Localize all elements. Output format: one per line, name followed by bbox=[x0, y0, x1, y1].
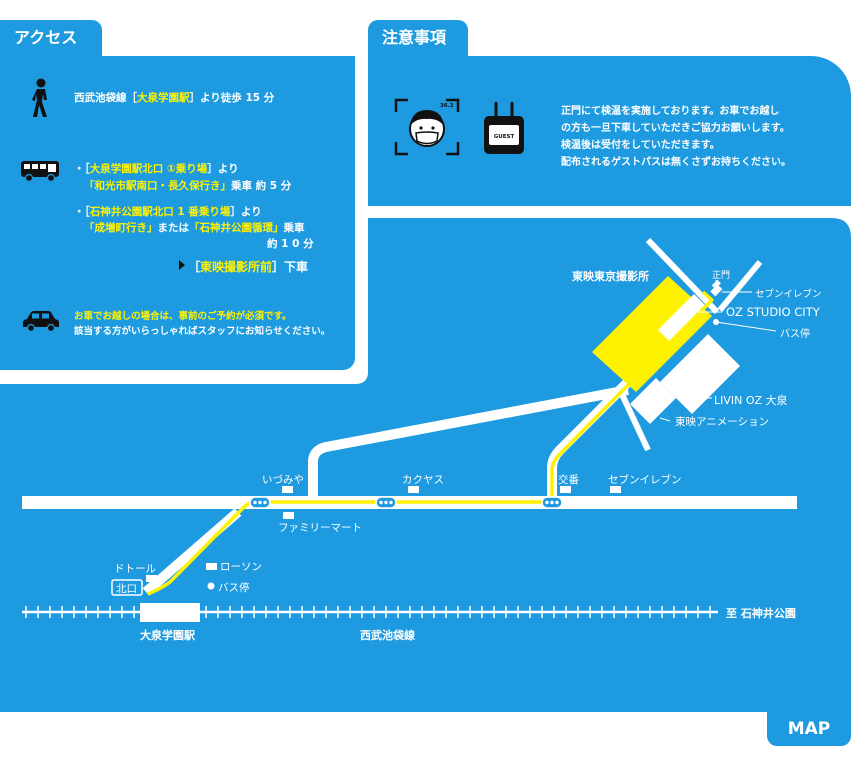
label-kitaguchi: 北口 bbox=[116, 583, 137, 595]
notice-line-2: の方も一旦下車していただきご協力お願いします。 bbox=[561, 123, 790, 134]
label-bus-stop: バス停 bbox=[218, 582, 250, 594]
access-tab[interactable]: アクセス bbox=[0, 20, 102, 56]
label-oz-studio-city: OZ STUDIO CITY bbox=[726, 305, 820, 319]
access-panel: 西武池袋線［大泉学園駅］より徒歩 15 分 ・［大泉学園駅北口 ①乗り場］より … bbox=[0, 56, 355, 370]
label-koban: 交番 bbox=[558, 474, 579, 486]
road-studio-north bbox=[645, 237, 720, 315]
notice-line-1: 正門にて検温を実施しております。お車でお越し bbox=[561, 106, 780, 117]
bus2-line1: ・［石神井公園駅北口 1 番乗り場］より bbox=[74, 206, 262, 218]
walk-text: 西武池袋線［大泉学園駅］より徒歩 15 分 bbox=[74, 92, 275, 104]
map-tab[interactable]: MAP bbox=[767, 712, 851, 746]
kakuyasu-marker bbox=[408, 486, 419, 493]
label-livin-oz: LIVIN OZ 大泉 bbox=[714, 394, 788, 407]
bus2-line3: 約 1 0 分 bbox=[267, 238, 314, 250]
seimon-marker bbox=[711, 279, 721, 289]
label-toei-animation: 東映アニメーション bbox=[675, 416, 770, 428]
road-north bbox=[308, 385, 629, 497]
car-line2: 該当する方がいらっしゃればスタッフにお知らせください。 bbox=[74, 326, 331, 337]
guest-pass-icon: GUEST bbox=[484, 102, 524, 154]
familymart-marker bbox=[283, 512, 294, 519]
doutor-marker bbox=[146, 575, 157, 582]
temperature-readout: 36.2 bbox=[440, 103, 454, 109]
walking-person-icon bbox=[32, 78, 47, 117]
bus-stop-marker-3 bbox=[541, 496, 563, 509]
leader-bus bbox=[715, 321, 777, 332]
bus-stop-dot bbox=[207, 582, 215, 590]
road-south-branch bbox=[617, 388, 651, 452]
car-line1: お車でお越しの場合は、事前のご予約が必須です。 bbox=[74, 311, 292, 322]
koban-marker bbox=[560, 486, 571, 493]
label-bus-stop-top: バス停 bbox=[780, 329, 810, 340]
izumiya-marker bbox=[282, 486, 293, 493]
oz-studio-building bbox=[658, 294, 706, 342]
label-toei-studio: 東映東京撮影所 bbox=[572, 270, 649, 283]
temperature-check-icon: 36.2 bbox=[394, 98, 460, 156]
notice-panel: 36.2 GUEST 正門にて検温を実施しております。お車でお越し の方も一旦下… bbox=[368, 56, 851, 206]
label-seven-eleven-top: セブンイレブン bbox=[755, 289, 822, 300]
guest-pass-label: GUEST bbox=[494, 134, 515, 140]
leader-toei-anim bbox=[659, 417, 671, 422]
bus-stop-marker-1 bbox=[249, 496, 271, 509]
notice-line-4: 配布されるゲストパスは無くさずお持ちください。 bbox=[561, 157, 791, 168]
road-station bbox=[142, 508, 242, 596]
label-to-shakujii: 至 石神井公園 bbox=[726, 607, 796, 620]
label-seven-eleven-mid: セブンイレブン bbox=[608, 474, 682, 486]
label-kakuyasu: カクヤス bbox=[402, 474, 444, 486]
seven-eleven-top-marker bbox=[710, 284, 723, 297]
label-seimon: 正門 bbox=[712, 271, 731, 281]
bus1-line2: 「和光市駅南口・長久保行き」乗車 約 5 分 bbox=[84, 180, 292, 192]
lawson-marker bbox=[206, 563, 217, 570]
road-studio-east bbox=[717, 260, 763, 312]
toei-studio-building bbox=[592, 276, 712, 392]
label-izumiya: いづみや bbox=[262, 474, 304, 486]
label-lawson: ローソン bbox=[220, 561, 262, 573]
livin-oz-building bbox=[660, 334, 740, 414]
label-familymart: ファミリーマート bbox=[278, 522, 362, 534]
bus-stop-marker-2 bbox=[375, 496, 397, 509]
label-seibu-line: 西武池袋線 bbox=[360, 629, 415, 642]
bus2-line2: 「成増町行き」または「石神井公園循環」乗車 bbox=[84, 222, 305, 234]
getoff-text: ［東映撮影所前］下車 bbox=[188, 260, 309, 274]
notice-tab[interactable]: 注意事項 bbox=[368, 20, 468, 56]
seven-eleven-mid-marker bbox=[610, 486, 621, 493]
notice-line-3: 検温後は受付をしていただきます。 bbox=[561, 140, 720, 151]
bus1-line1: ・［大泉学園駅北口 ①乗り場］より bbox=[74, 163, 239, 175]
arrow-right-icon bbox=[179, 260, 185, 270]
label-station: 大泉学園駅 bbox=[140, 629, 195, 642]
car-icon bbox=[23, 311, 59, 332]
bus-icon bbox=[21, 161, 59, 182]
oizumigakuen-station-building bbox=[140, 603, 200, 622]
toei-animation-building bbox=[630, 378, 676, 424]
label-doutor: ドトール bbox=[114, 563, 156, 575]
kitaguchi-box bbox=[111, 579, 143, 596]
